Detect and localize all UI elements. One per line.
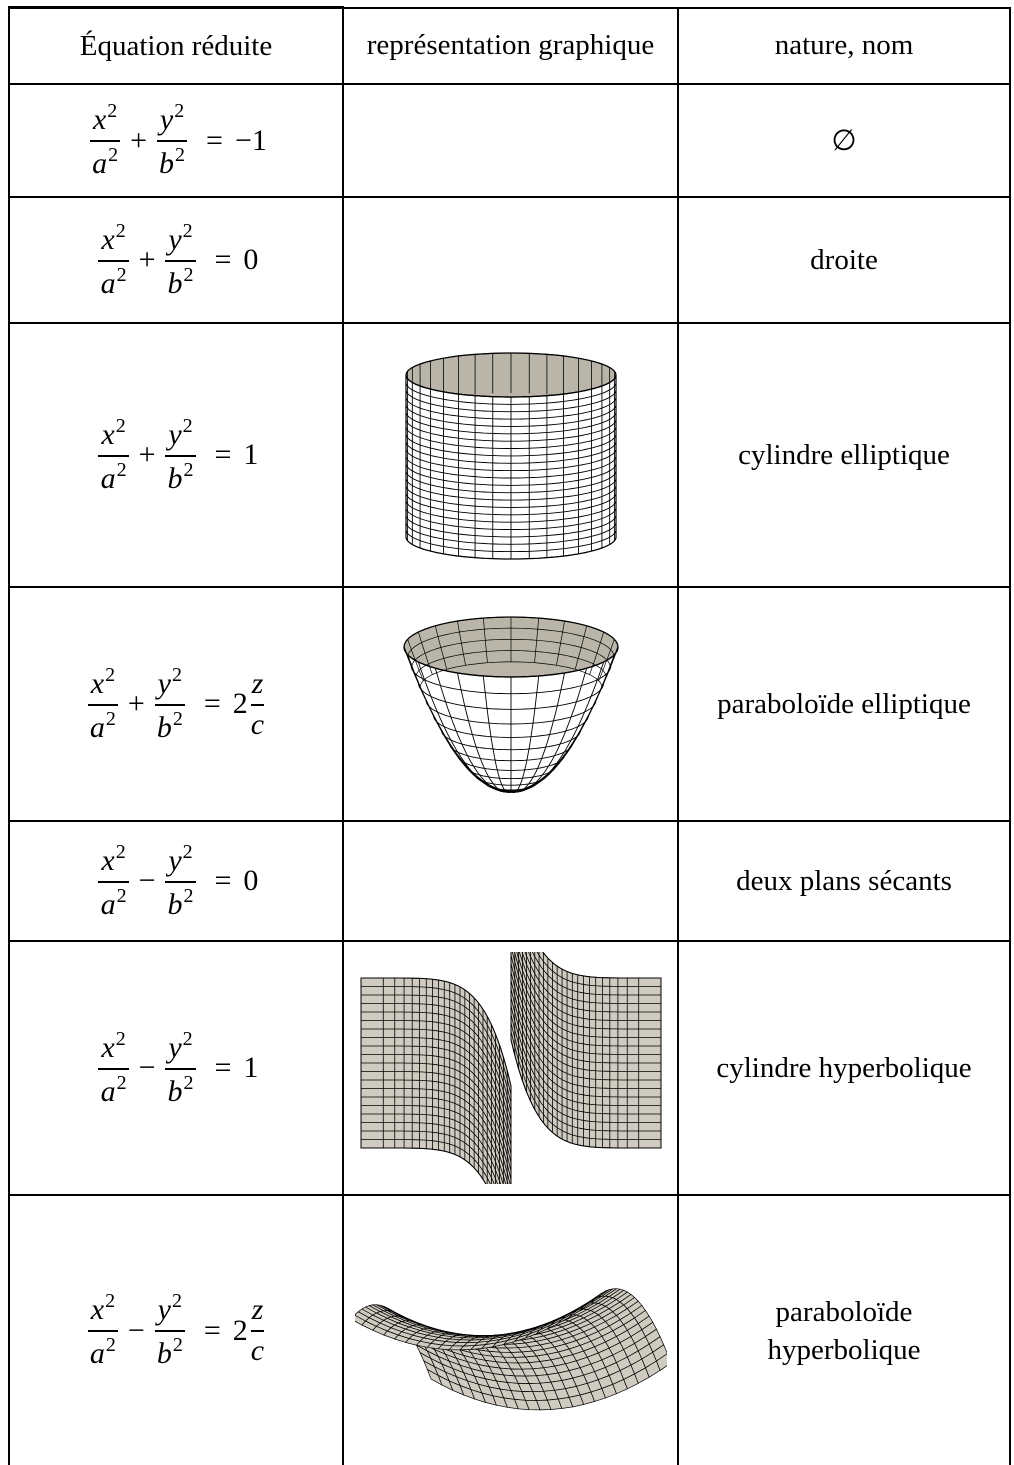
header-equation: Équation réduite (9, 8, 343, 85)
header-nature: nature, nom (678, 8, 1010, 85)
figure-cell (343, 941, 678, 1195)
nature-cell: cylindre elliptique (678, 323, 1010, 587)
nature-line-2: hyperbolique (679, 1331, 1009, 1369)
header-row: Équation réduite représentation graphiqu… (9, 8, 1010, 85)
figure-cell-empty (343, 197, 678, 323)
elliptic-cylinder-figure (396, 347, 626, 563)
figure-cell-empty (343, 821, 678, 941)
figure-cell (343, 1195, 678, 1465)
nature-cell: ∅ (678, 84, 1010, 197)
nature-line-1: paraboloïde (679, 1293, 1009, 1331)
hyperbolic-cylinder-figure (355, 952, 667, 1184)
figure-cell (343, 587, 678, 821)
elliptic-paraboloid-figure (396, 609, 626, 799)
nature-cell: paraboloïde hyperbolique (678, 1195, 1010, 1465)
nature-cell: deux plans sécants (678, 821, 1010, 941)
figure-cell (343, 323, 678, 587)
nature-cell: droite (678, 197, 1010, 323)
figure-cell-empty (343, 84, 678, 197)
hyperbolic-paraboloid-figure (355, 1231, 667, 1431)
header-representation: représentation graphique (343, 8, 678, 85)
nature-cell: paraboloïde elliptique (678, 587, 1010, 821)
nature-cell: cylindre hyperbolique (678, 941, 1010, 1195)
quadrics-table: Équation réduite représentation graphiqu… (8, 6, 1011, 1465)
